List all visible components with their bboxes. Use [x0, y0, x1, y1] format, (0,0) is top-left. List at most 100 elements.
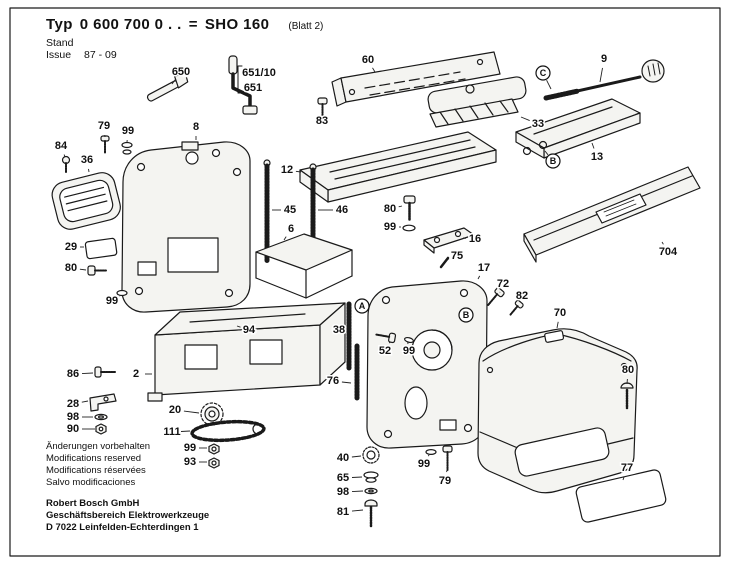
svg-text:80: 80 — [65, 262, 77, 274]
part-callout-9: 9 — [599, 52, 609, 83]
svg-text:93: 93 — [184, 456, 196, 468]
screw-84 — [61, 155, 71, 174]
svg-text:81: 81 — [337, 506, 349, 518]
fence-rail-60 — [331, 51, 501, 107]
threaded-rod-45 — [263, 159, 271, 265]
svg-text:65: 65 — [337, 472, 349, 484]
svg-text:75: 75 — [451, 250, 463, 262]
washer-stack-65 — [363, 471, 379, 483]
sheet-border — [9, 7, 721, 557]
assembly-marker-B: B — [458, 307, 474, 323]
svg-text:86: 86 — [67, 368, 79, 380]
part-callout-83: 83 — [314, 107, 330, 129]
part-callout-60: 60 — [360, 53, 376, 73]
washer-98 — [94, 413, 108, 421]
part-callout-79: 79 — [96, 119, 112, 138]
issue-label: Issue — [46, 49, 72, 61]
part-callout-45: 45 — [272, 203, 298, 218]
support-frame-6 — [255, 233, 353, 299]
svg-text:99: 99 — [403, 345, 415, 357]
part-callout-36: 36 — [79, 153, 95, 173]
part-callout-75: 75 — [448, 249, 465, 264]
part-callout-704: 704 — [657, 241, 680, 260]
screw-82 — [509, 299, 524, 316]
svg-text:9: 9 — [601, 53, 607, 65]
note-fr: Modifications réservées — [46, 465, 146, 476]
equals-sign: = — [188, 16, 198, 33]
svg-text:111: 111 — [163, 426, 180, 438]
side-panel-8 — [121, 141, 251, 313]
assembly-marker-C: C — [535, 65, 552, 90]
screw-79 — [442, 445, 453, 471]
part-callout-99: 99 — [382, 220, 401, 235]
svg-text:84: 84 — [55, 140, 68, 152]
crank-handle-651 — [228, 55, 258, 115]
part-callout-28: 28 — [65, 397, 89, 412]
svg-text:90: 90 — [67, 423, 79, 435]
part-callout-80: 80 — [382, 202, 403, 217]
svg-text:60: 60 — [362, 54, 374, 66]
washer-99 — [425, 449, 437, 456]
part-callout-86: 86 — [65, 367, 94, 382]
svg-text:99: 99 — [418, 458, 430, 470]
part-callout-99: 99 — [182, 441, 207, 456]
svg-text:82: 82 — [516, 290, 528, 302]
adjusting-rod-9 — [543, 59, 665, 101]
svg-text:38: 38 — [333, 324, 345, 336]
svg-text:40: 40 — [337, 452, 349, 464]
nameplate-77 — [575, 469, 667, 523]
svg-text:99: 99 — [122, 125, 134, 137]
pin-75 — [439, 256, 450, 269]
svg-text:45: 45 — [284, 204, 296, 216]
svg-text:651: 651 — [244, 82, 262, 94]
svg-text:C: C — [540, 68, 547, 78]
part-callout-76: 76 — [325, 374, 352, 389]
bracket-28 — [89, 393, 117, 412]
part-callout-81: 81 — [335, 505, 364, 520]
note-es: Salvo modificaciones — [46, 477, 136, 488]
part-callout-72: 72 — [495, 277, 511, 293]
part-callout-99: 99 — [401, 342, 417, 359]
svg-text:77: 77 — [621, 462, 633, 474]
part-callout-98: 98 — [65, 410, 93, 425]
company-name: Robert Bosch GmbH — [46, 498, 140, 509]
washer-99 — [121, 141, 133, 155]
part-callout-33: 33 — [520, 117, 546, 132]
svg-text:98: 98 — [337, 486, 349, 498]
svg-text:33: 33 — [532, 118, 544, 130]
infeed-table-12 — [299, 131, 497, 203]
washer-99 — [402, 224, 416, 232]
title-line: Typ 0 600 700 0 . . = SHO 160 (Blatt 2) — [46, 16, 323, 33]
part-callout-17: 17 — [476, 261, 492, 280]
part-callout-650: 650 — [170, 65, 192, 85]
screw-72 — [487, 287, 505, 306]
part-callout-93: 93 — [182, 455, 207, 470]
nut-99 — [208, 443, 220, 455]
side-panel-17 — [366, 280, 488, 449]
svg-text:99: 99 — [184, 442, 196, 454]
svg-text:79: 79 — [439, 475, 451, 487]
part-callout-8: 8 — [191, 120, 201, 140]
svg-text:80: 80 — [384, 203, 396, 215]
svg-text:651/10: 651/10 — [242, 67, 276, 79]
svg-text:13: 13 — [591, 151, 603, 163]
svg-text:20: 20 — [169, 404, 181, 416]
base-frame-2 — [147, 302, 346, 402]
nut-93 — [208, 457, 220, 469]
svg-text:99: 99 — [384, 221, 396, 233]
sheet-footer: Änderungen vorbehalten Modifications res… — [46, 441, 209, 534]
part-callout-13: 13 — [589, 142, 605, 165]
svg-text:36: 36 — [81, 154, 93, 166]
screw-80 — [87, 265, 107, 276]
chain-111 — [190, 419, 266, 443]
outfeed-table-13 — [515, 98, 641, 159]
part-callout-6: 6 — [283, 222, 296, 241]
note-en: Modifications reserved — [46, 453, 142, 464]
bracket-16 — [423, 227, 475, 254]
company-block: Robert Bosch GmbH Geschäftsbereich Elekt… — [46, 498, 209, 534]
cover-panel-704 — [523, 166, 701, 263]
svg-text:8: 8 — [193, 121, 199, 133]
part-callout-98: 98 — [335, 485, 364, 500]
svg-text:72: 72 — [497, 278, 509, 290]
